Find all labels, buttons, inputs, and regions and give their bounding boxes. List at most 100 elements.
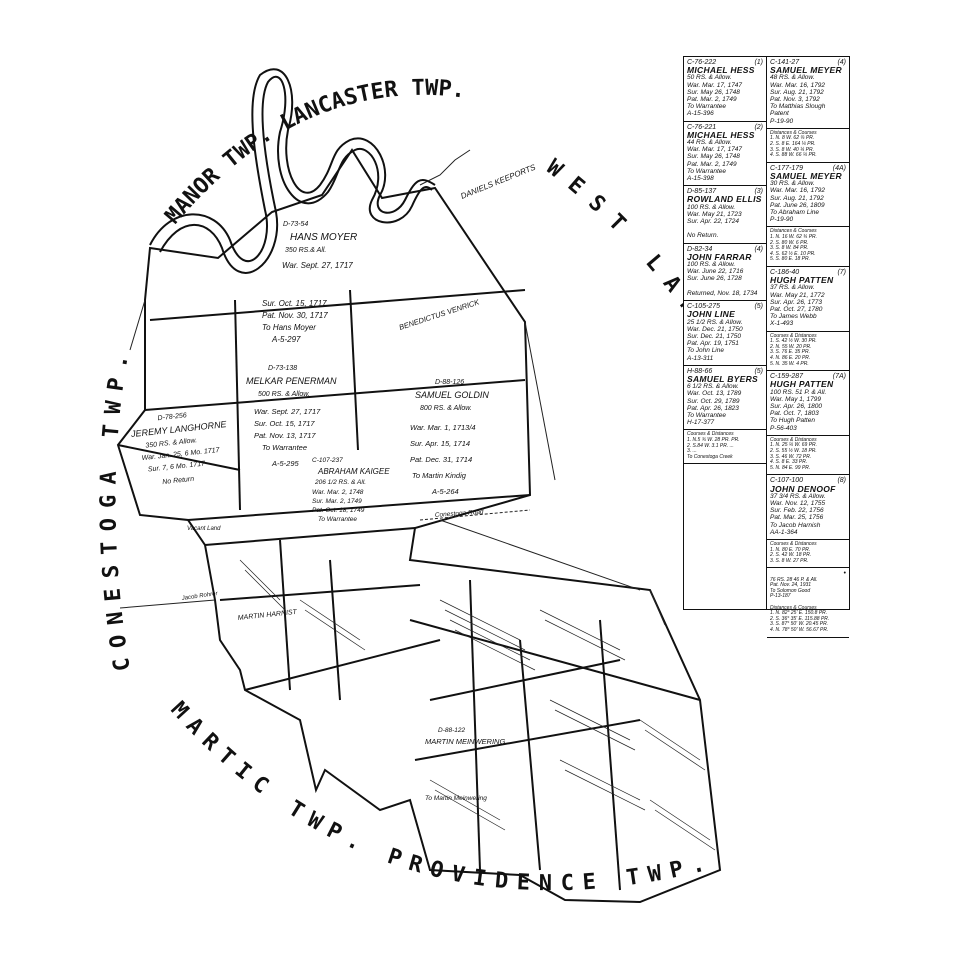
legend-entry-line	[687, 225, 763, 232]
legend-entry-number: (5)	[754, 367, 763, 375]
legend-entry-line: P-56-403	[770, 424, 797, 432]
svg-text:206 1/2 RS. & All.: 206 1/2 RS. & All.	[314, 479, 366, 486]
legend-entry: •76 RS. 28 46 P. & All.Pat. Nov. 24, 193…	[767, 568, 849, 638]
legend-entry-line: 3. S. 8 W. 27 PR.	[770, 557, 809, 564]
legend-entry-name: JOHN DENOOF	[770, 483, 836, 494]
legend-entry-line: 2. S. 80 W. 6 PR.	[770, 239, 809, 246]
legend-entry-line: A-13-311	[687, 354, 714, 362]
legend-entry-number: (4)	[754, 245, 763, 253]
legend-entry-line: To Jacob Harnish	[770, 521, 821, 529]
legend-entry-line: P-19-90	[770, 117, 794, 125]
legend-entry-line: 6 1/2 RS. & Allow.	[687, 383, 739, 391]
svg-text:MELKAR PENERMAN: MELKAR PENERMAN	[246, 376, 337, 386]
svg-text:D-88-122: D-88-122	[438, 727, 465, 734]
legend-entry-line: Sur. June 26, 1728	[687, 275, 742, 283]
svg-text:War. Jan. 25, 6 Mo. 1717: War. Jan. 25, 6 Mo. 1717	[141, 447, 221, 462]
label-conestoga-road: Conestoga Road	[435, 509, 485, 519]
legend-entry-line: 50 RS. & Allow.	[687, 74, 732, 82]
legend-entry-line: To John Line	[687, 347, 724, 355]
legend-entry-line: No Return.	[687, 232, 719, 240]
svg-text:D-73-138: D-73-138	[268, 365, 297, 372]
svg-text:A-5-297: A-5-297	[271, 335, 301, 344]
legend-entry-line: Courses & Distances	[770, 332, 817, 339]
legend-entry-line: Pat. Mar. 2, 1749	[687, 160, 737, 168]
legend-entry-line: Pat. Apr. 19, 1751	[687, 340, 739, 348]
svg-text:To Warrantee: To Warrantee	[318, 516, 357, 523]
legend-entry-line: 4. S. 62 ½ E. 10 PR.	[770, 250, 816, 257]
svg-text:Sur. Mar. 2, 1749: Sur. Mar. 2, 1749	[312, 498, 362, 505]
legend-entry-line: Pat. Mar. 2, 1749	[687, 96, 737, 104]
svg-text:MARTIN MEINWERING: MARTIN MEINWERING	[425, 737, 505, 746]
legend-entry-line: AA-1-364	[770, 528, 798, 536]
legend-entry-line: To Warrantee	[687, 103, 727, 111]
tract-langhorne: D-78-256 JEREMY LANGHORNE 350 RS. & Allo…	[130, 412, 228, 486]
legend-entry-line: 4. N. 78° 50' W. 56.67 PR.	[770, 626, 829, 633]
legend-entry-number: (8)	[837, 477, 846, 485]
legend-entry-line: To Warrantee	[687, 411, 727, 419]
legend-entry-line: War. Mar. 16, 1792	[770, 81, 826, 89]
legend-entry-line: 1. N.5 ¾ W. 28 PR. PR.	[687, 436, 740, 443]
svg-text:HANS MOYER: HANS MOYER	[290, 232, 357, 243]
legend-entry-line: Sur. Aug. 21, 1792	[770, 194, 824, 202]
svg-text:Sur. Oct. 15, 1717: Sur. Oct. 15, 1717	[262, 299, 327, 308]
svg-text:War. Mar. 1, 1713/4: War. Mar. 1, 1713/4	[410, 423, 476, 432]
tract-martin: D-88-122 MARTIN MEINWERING To Martin Mei…	[425, 727, 505, 802]
svg-text:No Return: No Return	[162, 476, 195, 486]
legend-entry-id: H-88-66	[687, 367, 713, 375]
legend-entry-number: •	[843, 570, 846, 578]
label-daniels: DANIELS KEEPORTS	[459, 162, 537, 201]
legend-entry-line: A-15-396	[687, 110, 714, 118]
tract-goldin: D-88-126 SAMUEL GOLDIN 800 RS. & Allow. …	[410, 379, 489, 496]
conestoga-creek	[149, 68, 436, 274]
svg-text:Pat. Nov. 30, 1717: Pat. Nov. 30, 1717	[262, 311, 328, 320]
legend-entry-line: Pat. Nov. 3, 1792	[770, 96, 820, 104]
svg-text:JEREMY LANGHORNE: JEREMY LANGHORNE	[130, 419, 228, 439]
legend-entry-id: C-159-287	[770, 373, 804, 381]
legend-entry-line: Pat. Apr. 26, 1823	[687, 404, 739, 412]
legend-entry-line: 3. S. 76 E. 35 PR.	[770, 349, 811, 356]
legend-entry-name: ROWLAND ELLIS	[687, 194, 762, 205]
legend-entry-line: 76 RS. 28 46 P. & All.	[770, 576, 818, 583]
legend-entry-line: War. May 1, 1799	[770, 395, 821, 403]
legend-entry-line: 3. S. 87° 50' W. 20.45 PR.	[770, 621, 829, 628]
legend-entry-line: Pat. Oct. 27, 1780	[770, 306, 823, 313]
legend-entry-number: (7)	[837, 268, 846, 276]
legend-entry-line: To Abraham Line	[770, 209, 820, 217]
legend-entry-number: (4A)	[832, 164, 846, 172]
legend-entry-line: War. Mar. 17, 1747	[687, 146, 743, 154]
legend-entry-line: H-17-377	[687, 419, 715, 427]
legend-entry-line: War. May 21, 1723	[687, 210, 742, 218]
legend-entry-line: Courses & Distances	[687, 431, 734, 438]
legend-entry-line: 1. N. 16 W. 62 ¾ PR.	[770, 234, 818, 241]
legend-entry-line: 5. S. 80 E. 18 PR.	[770, 256, 811, 263]
legend-entry-line: Patent	[770, 110, 789, 118]
legend-entry-line: Sur. Feb. 22, 1756	[770, 507, 824, 515]
legend-entry-line: Sur. Apr. 22, 1724	[687, 218, 740, 226]
svg-text:500 RS. & Allow.: 500 RS. & Allow.	[258, 391, 310, 398]
legend-entry-line: Returned, Nov. 18, 1734	[687, 289, 758, 297]
legend-entry-line: Sur. May 26, 1748	[687, 153, 740, 161]
legend-entry-number: (3)	[754, 188, 763, 196]
legend-entry-line: To Matthias Slough	[770, 103, 826, 111]
legend-entry-line: War. Oct. 13, 1789	[687, 390, 742, 398]
legend-entry-line: 5. N. 35 W. 4 PR.	[770, 360, 809, 367]
legend-entry-line: Pat. Mar. 25, 1756	[770, 514, 824, 522]
legend-entry-id: C-105-275	[687, 303, 721, 311]
legend-entry-line: 3. S. 46 W. 72 PR.	[770, 453, 812, 460]
legend-entry-line: 2. S.84 W. 3.1 PR. ...	[687, 442, 734, 449]
tract-moyer: D-73-54 HANS MOYER 350 RS.& All. War. Se…	[262, 221, 357, 344]
legend-entry-line	[687, 283, 763, 290]
svg-text:A-5-264: A-5-264	[431, 487, 459, 496]
legend-entry-name: SAMUEL BYERS	[687, 373, 758, 384]
label-harnist: MARTIN HARNIST	[237, 609, 298, 622]
legend-entry-id: D-85-137	[687, 188, 717, 196]
